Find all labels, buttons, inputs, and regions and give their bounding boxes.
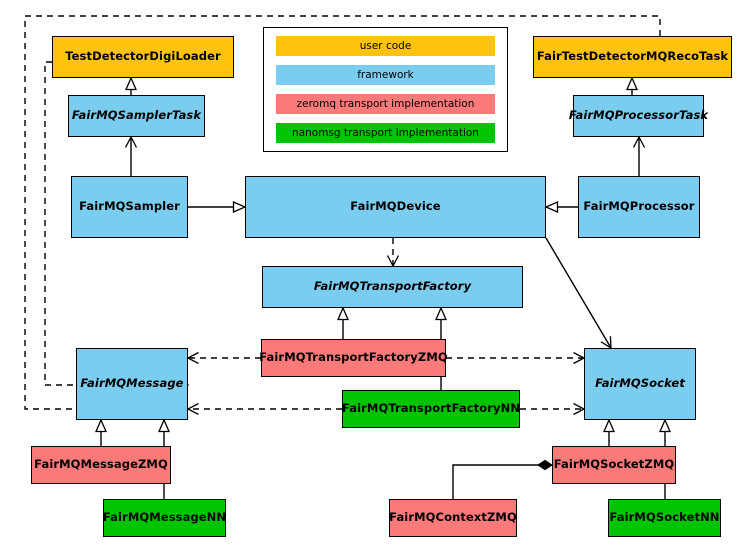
node-label: FairMQTransportFactoryNN [341,401,521,416]
node-testdetectordigiloader[interactable]: TestDetectorDigiLoader [52,36,234,78]
legend-label-framework: framework [357,69,414,81]
node-fairmqtransportfactory[interactable]: FairMQTransportFactory [262,266,523,308]
legend-label-user-code: user code [359,40,412,52]
node-label: FairMQProcessorTask [568,108,709,123]
edge-device-to-socket [545,237,611,348]
node-fairmqprocessor[interactable]: FairMQProcessor [578,176,700,238]
node-fairmqmessagenn[interactable]: FairMQMessageNN [103,499,226,537]
node-fairmqdevice[interactable]: FairMQDevice [245,176,546,238]
node-label: FairMQDevice [350,199,441,214]
node-fairmqsamplertask[interactable]: FairMQSamplerTask [68,95,205,137]
node-fairmqmessage[interactable]: FairMQMessage [76,348,188,420]
node-fairmqmessagezmq[interactable]: FairMQMessageZMQ [31,446,171,484]
node-label: FairMQContextZMQ [389,510,517,525]
node-label: FairTestDetectorMQRecoTask [536,49,729,64]
node-label: FairMQTransportFactory [313,279,472,294]
node-fairtestdetectormqrecotask[interactable]: FairTestDetectorMQRecoTask [533,36,732,78]
legend-label-zeromq: zeromq transport implementation [296,98,475,110]
node-fairmqtransportfactoryzmq[interactable]: FairMQTransportFactoryZMQ [259,339,448,377]
legend-item-zeromq: zeromq transport implementation [276,94,495,114]
node-label: FairMQMessageNN [102,510,227,525]
node-label: FairMQProcessor [583,199,695,214]
node-fairmqcontextzmq[interactable]: FairMQContextZMQ [389,499,517,537]
legend-item-nanomsg: nanomsg transport implementation [276,123,495,143]
node-fairmqsampler[interactable]: FairMQSampler [71,176,188,238]
node-fairmqsocket[interactable]: FairMQSocket [584,348,696,420]
node-fairmqsocketzmq[interactable]: FairMQSocketZMQ [552,446,676,484]
node-label: TestDetectorDigiLoader [65,49,221,64]
edge-contextzmq-to-socketzmq [452,459,553,499]
node-label: FairMQMessageZMQ [34,457,168,472]
legend-item-user-code: user code [276,36,495,56]
legend-item-framework: framework [276,65,495,85]
node-fairmqprocessortask[interactable]: FairMQProcessorTask [569,95,708,137]
legend-label-nanomsg: nanomsg transport implementation [292,127,479,139]
node-label: FairMQTransportFactoryZMQ [259,350,448,365]
node-label: FairMQSampler [79,199,180,214]
node-label: FairMQSocket [595,376,685,391]
node-fairmqsocketnn[interactable]: FairMQSocketNN [608,499,721,537]
legend-panel: user code framework zeromq transport imp… [263,27,508,152]
node-label: FairMQSocketZMQ [553,457,675,472]
node-label: FairMQSocketNN [609,510,720,525]
node-label: FairMQSamplerTask [71,108,202,123]
node-label: FairMQMessage [80,376,184,391]
node-fairmqtransportfactorynn[interactable]: FairMQTransportFactoryNN [342,390,520,428]
